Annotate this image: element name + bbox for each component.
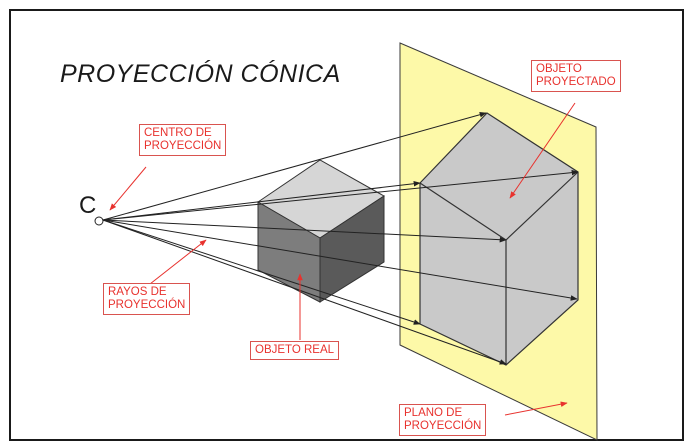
objeto-proyectado-label-line1: OBJETO [536, 63, 582, 75]
centro-callout-arrow [109, 166, 147, 211]
objeto-proyectado-label-line2: PROYECTADO [536, 76, 616, 88]
diagram-title: PROYECCIÓN CÓNICA [60, 60, 341, 88]
projection-rays [102, 111, 579, 365]
plano-label-line2: PROYECCIÓN [404, 420, 482, 432]
centro-label: CENTRO DE PROYECCIÓN [139, 124, 227, 156]
objeto-real-label-text: OBJETO REAL [255, 344, 335, 356]
objeto-real-label: OBJETO REAL [250, 341, 340, 360]
plano-label-line1: PLANO DE [404, 407, 463, 419]
rayos-callout-arrow [149, 239, 207, 285]
centro-label-line2: PROYECCIÓN [144, 140, 222, 152]
frame-border [9, 9, 684, 441]
centro-label-line1: CENTRO DE [144, 127, 212, 139]
projection-center-point [94, 216, 104, 226]
plano-label: PLANO DE PROYECCIÓN [399, 404, 487, 436]
rayos-label: RAYOS DE PROYECCIÓN [103, 283, 191, 315]
rayos-label-line1: RAYOS DE [108, 286, 167, 298]
objeto-proyectado-callout-arrow [509, 102, 576, 199]
objeto-proyectado-label: OBJETO PROYECTADO [531, 60, 621, 92]
real-cube [257, 159, 385, 303]
rayos-label-line2: PROYECCIÓN [108, 299, 186, 311]
center-point-label: C [79, 192, 97, 219]
plano-callout-arrow [504, 401, 568, 416]
